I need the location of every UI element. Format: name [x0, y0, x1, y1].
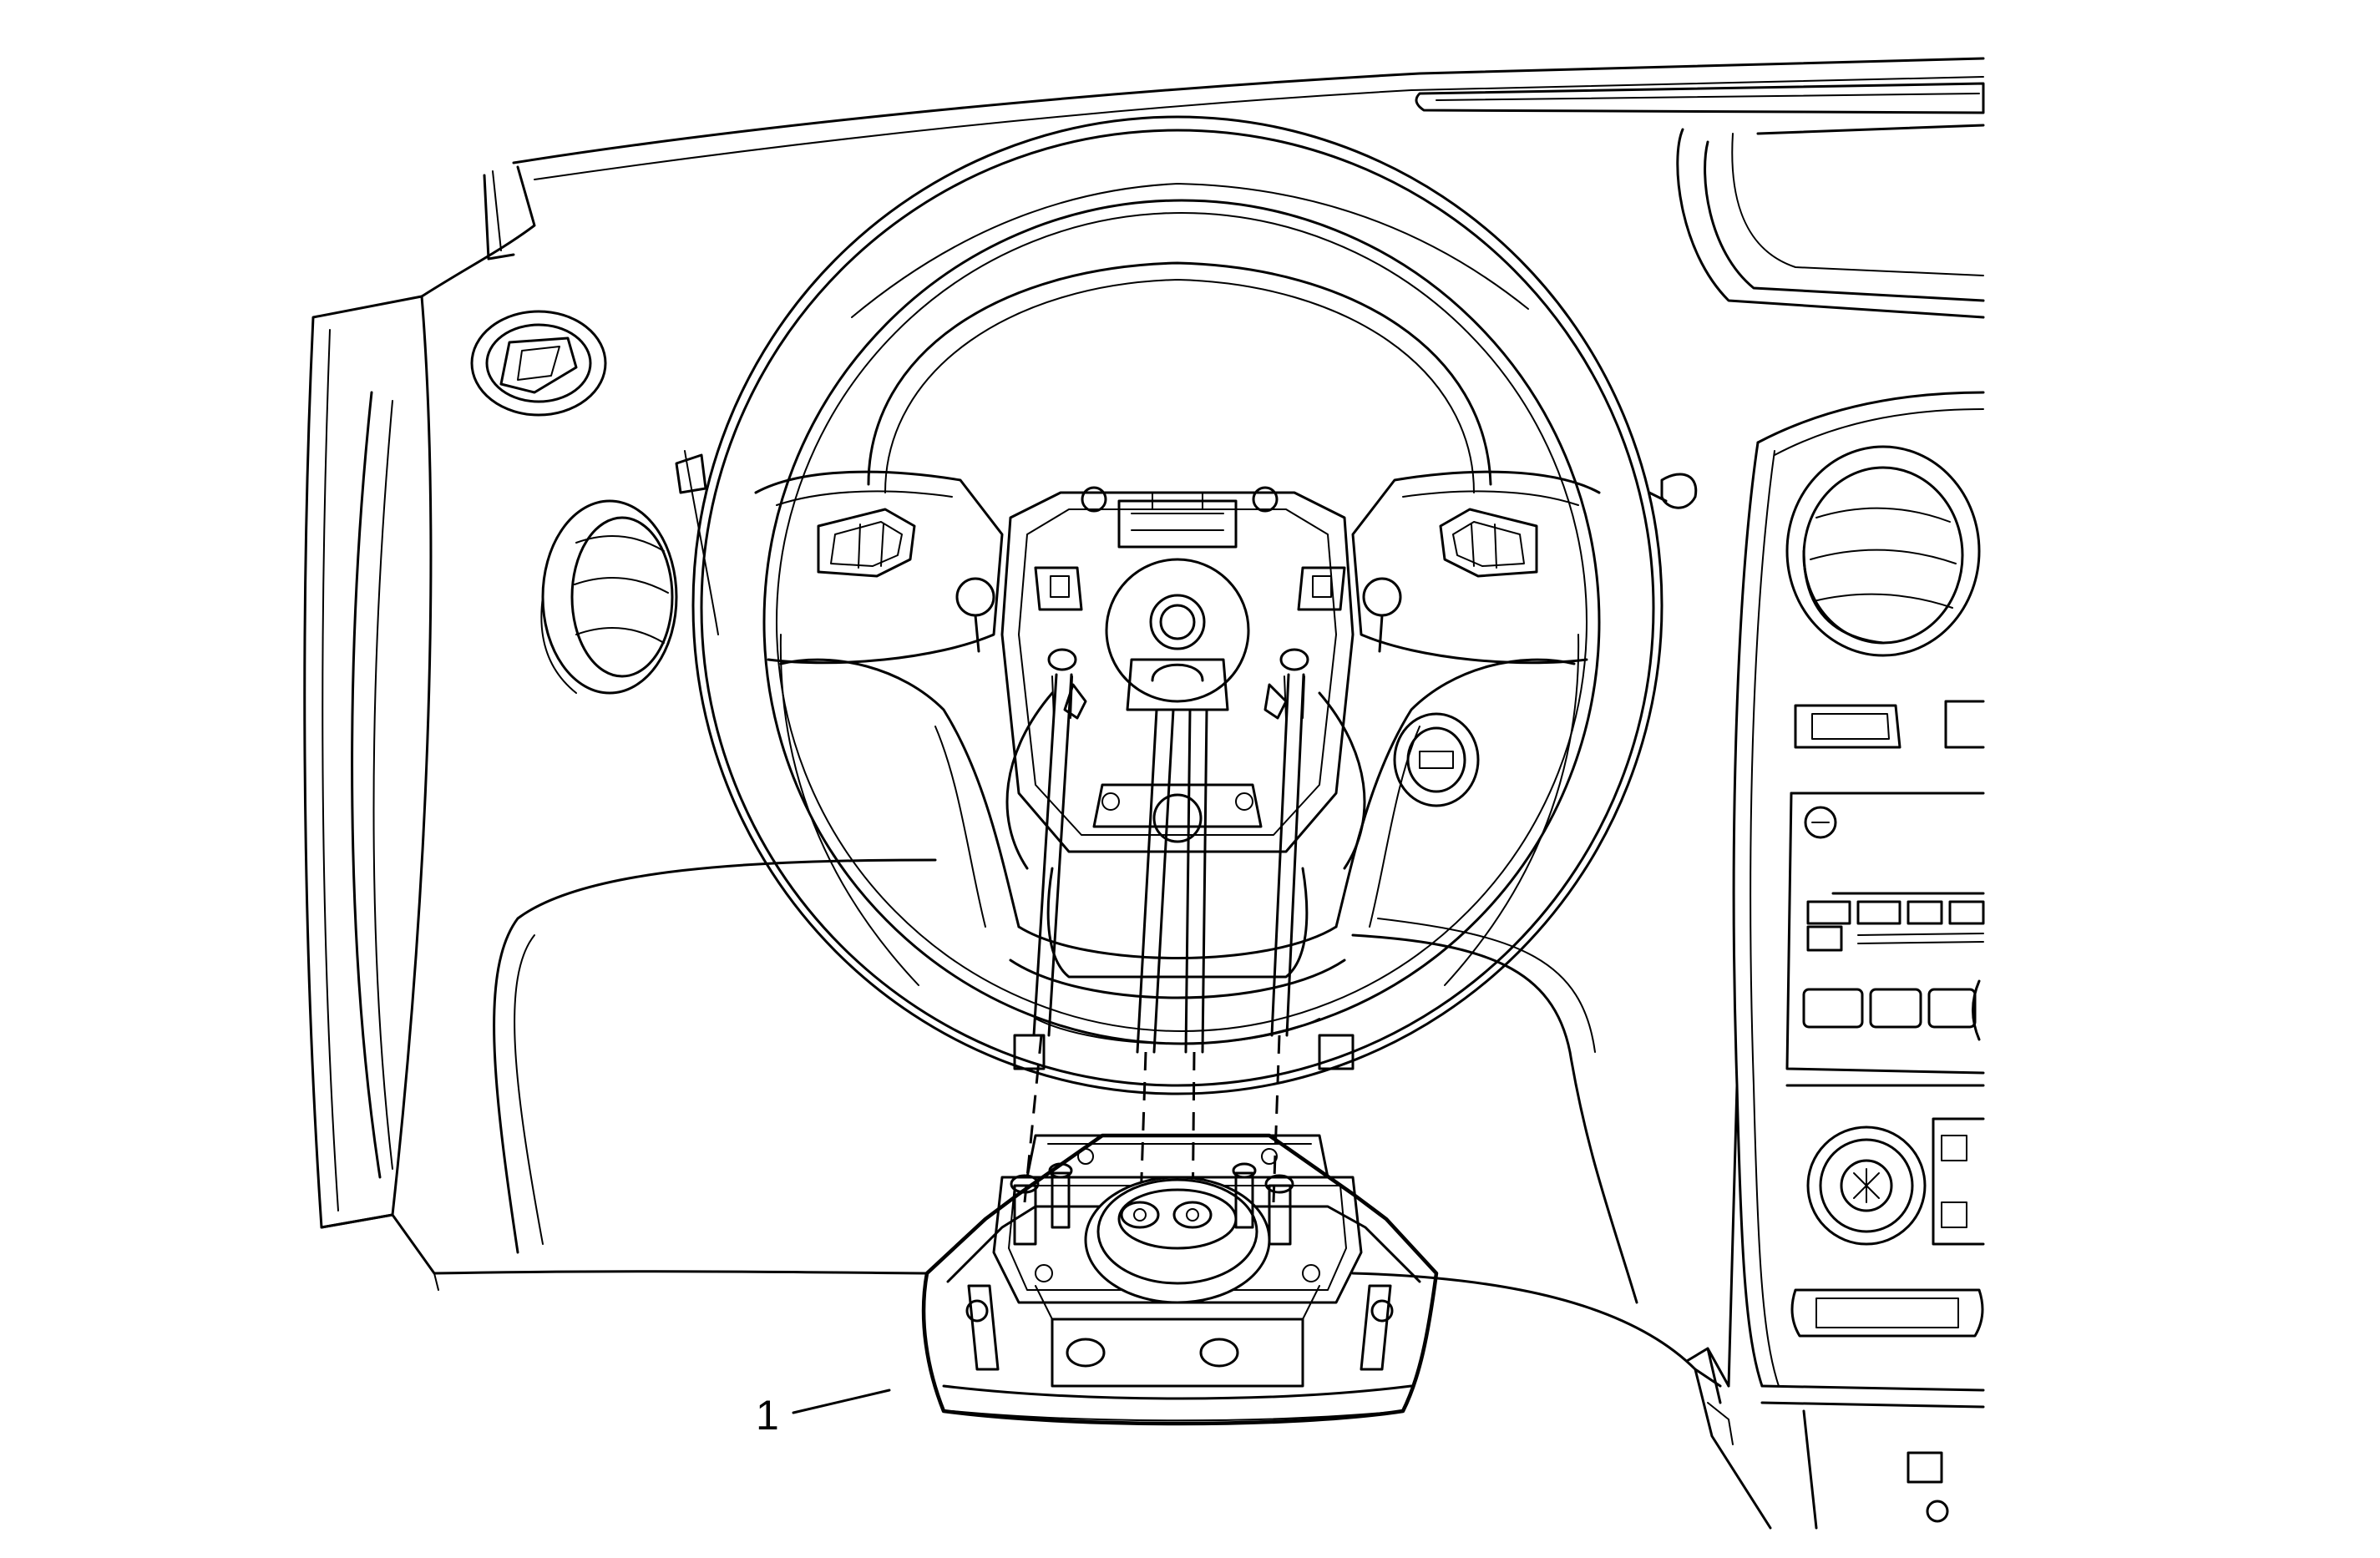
headlamp-switch — [470, 310, 607, 417]
alignment-guide-lines — [1023, 673, 1305, 1228]
steering-wheel — [691, 115, 1663, 1095]
ignition-lock — [1393, 712, 1480, 807]
steering-wheel-hub — [955, 486, 1402, 1070]
airbag-module — [921, 1133, 1439, 1426]
left-air-vent — [540, 499, 678, 695]
center-air-vent — [1785, 445, 1981, 657]
callout-1: 1 — [756, 1389, 891, 1439]
climate-control — [1785, 1084, 1985, 1338]
callout-1-label: 1 — [756, 1392, 779, 1439]
callout-1-leader-line — [792, 1389, 891, 1414]
left-spoke-switches — [817, 508, 916, 578]
radio-panel — [1785, 792, 1985, 1075]
instrument-panel — [303, 57, 1985, 1530]
right-spoke-switches — [1439, 508, 1538, 578]
